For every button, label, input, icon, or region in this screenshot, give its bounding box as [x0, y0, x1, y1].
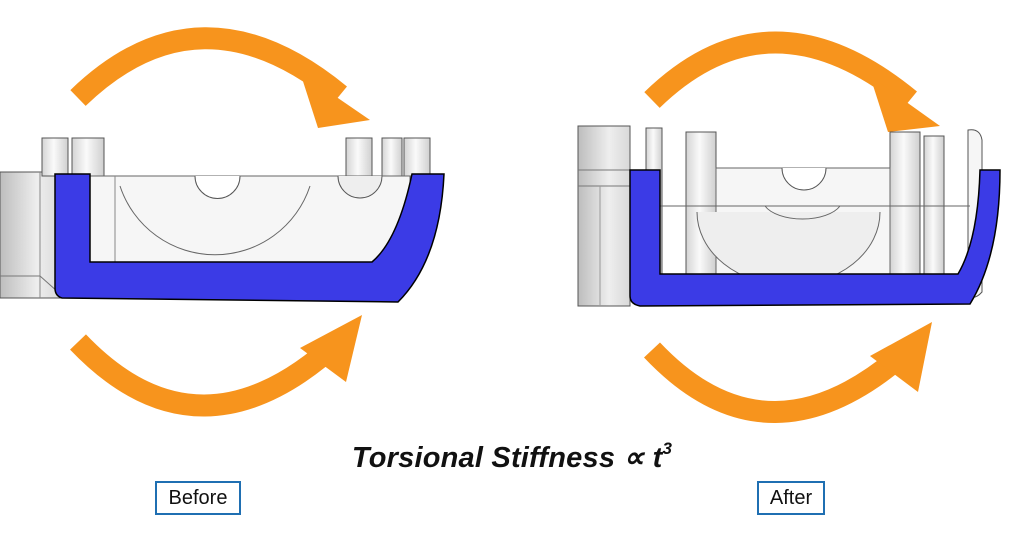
after-bottom-arrow-icon	[644, 339, 918, 423]
before-bottom-arrowhead-icon	[300, 315, 362, 382]
before-top-arrow-icon	[70, 27, 347, 106]
after-left-body	[577, 125, 631, 307]
after-label: After	[757, 481, 825, 515]
before-cross-section	[54, 173, 445, 303]
after-cross-section	[629, 169, 1001, 307]
before-left-body	[0, 171, 63, 299]
after-pin	[923, 135, 945, 275]
after-top-arrow-icon	[644, 31, 917, 109]
after-panel	[577, 31, 1001, 423]
before-bottom-arrow-icon	[70, 331, 348, 417]
before-pin	[345, 137, 373, 177]
after-pin	[685, 131, 717, 275]
after-bottom-arrowhead-icon	[870, 322, 932, 392]
before-label: Before	[155, 481, 241, 515]
before-pin	[403, 137, 431, 177]
before-pin	[41, 137, 69, 177]
before-top-arrowhead-icon	[300, 72, 370, 128]
after-pin	[889, 131, 921, 275]
formula-exponent: 3	[662, 439, 673, 459]
before-panel	[0, 27, 445, 417]
after-top-arrowhead-icon	[870, 76, 940, 132]
before-pin	[71, 137, 105, 177]
formula-main: Torsional Stiffness ∝ t	[351, 442, 663, 474]
torsion-formula: Torsional Stiffness ∝ t3	[0, 439, 1024, 475]
before-pin	[381, 137, 403, 177]
